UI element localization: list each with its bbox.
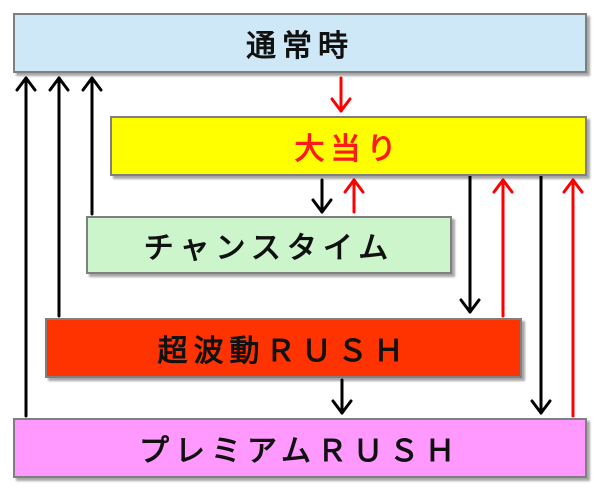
arrow-choha-to-premium (331, 378, 353, 415)
arrow-premium-to-hit (562, 178, 584, 418)
arrow-premium-to-normal (15, 76, 37, 418)
arrow-hit-to-premium (530, 174, 552, 415)
arrow-chance-to-hit (343, 178, 365, 214)
state-normal-label: 通常時 (246, 29, 354, 64)
state-premium-rush: プレミアムＲＵＳＨ (13, 418, 587, 478)
state-chance-time-label: チャンスタイム (143, 231, 395, 266)
state-choha-rush-label: 超波動ＲＵＳＨ (157, 334, 410, 369)
arrow-hit-to-choha (459, 174, 481, 314)
arrow-normal-to-hit (330, 76, 352, 113)
state-jackpot: 大当り (110, 116, 587, 176)
state-jackpot-label: 大当り (294, 132, 403, 167)
arrow-choha-to-normal (48, 76, 70, 318)
state-normal: 通常時 (13, 13, 587, 73)
arrow-choha-to-hit (492, 178, 514, 318)
state-premium-rush-label: プレミアムＲＵＳＨ (139, 434, 461, 469)
arrow-hit-to-chance (311, 178, 333, 214)
arrow-chance-to-normal (81, 76, 103, 216)
state-chance-time: チャンスタイム (86, 216, 452, 274)
state-choha-rush: 超波動ＲＵＳＨ (45, 318, 522, 378)
